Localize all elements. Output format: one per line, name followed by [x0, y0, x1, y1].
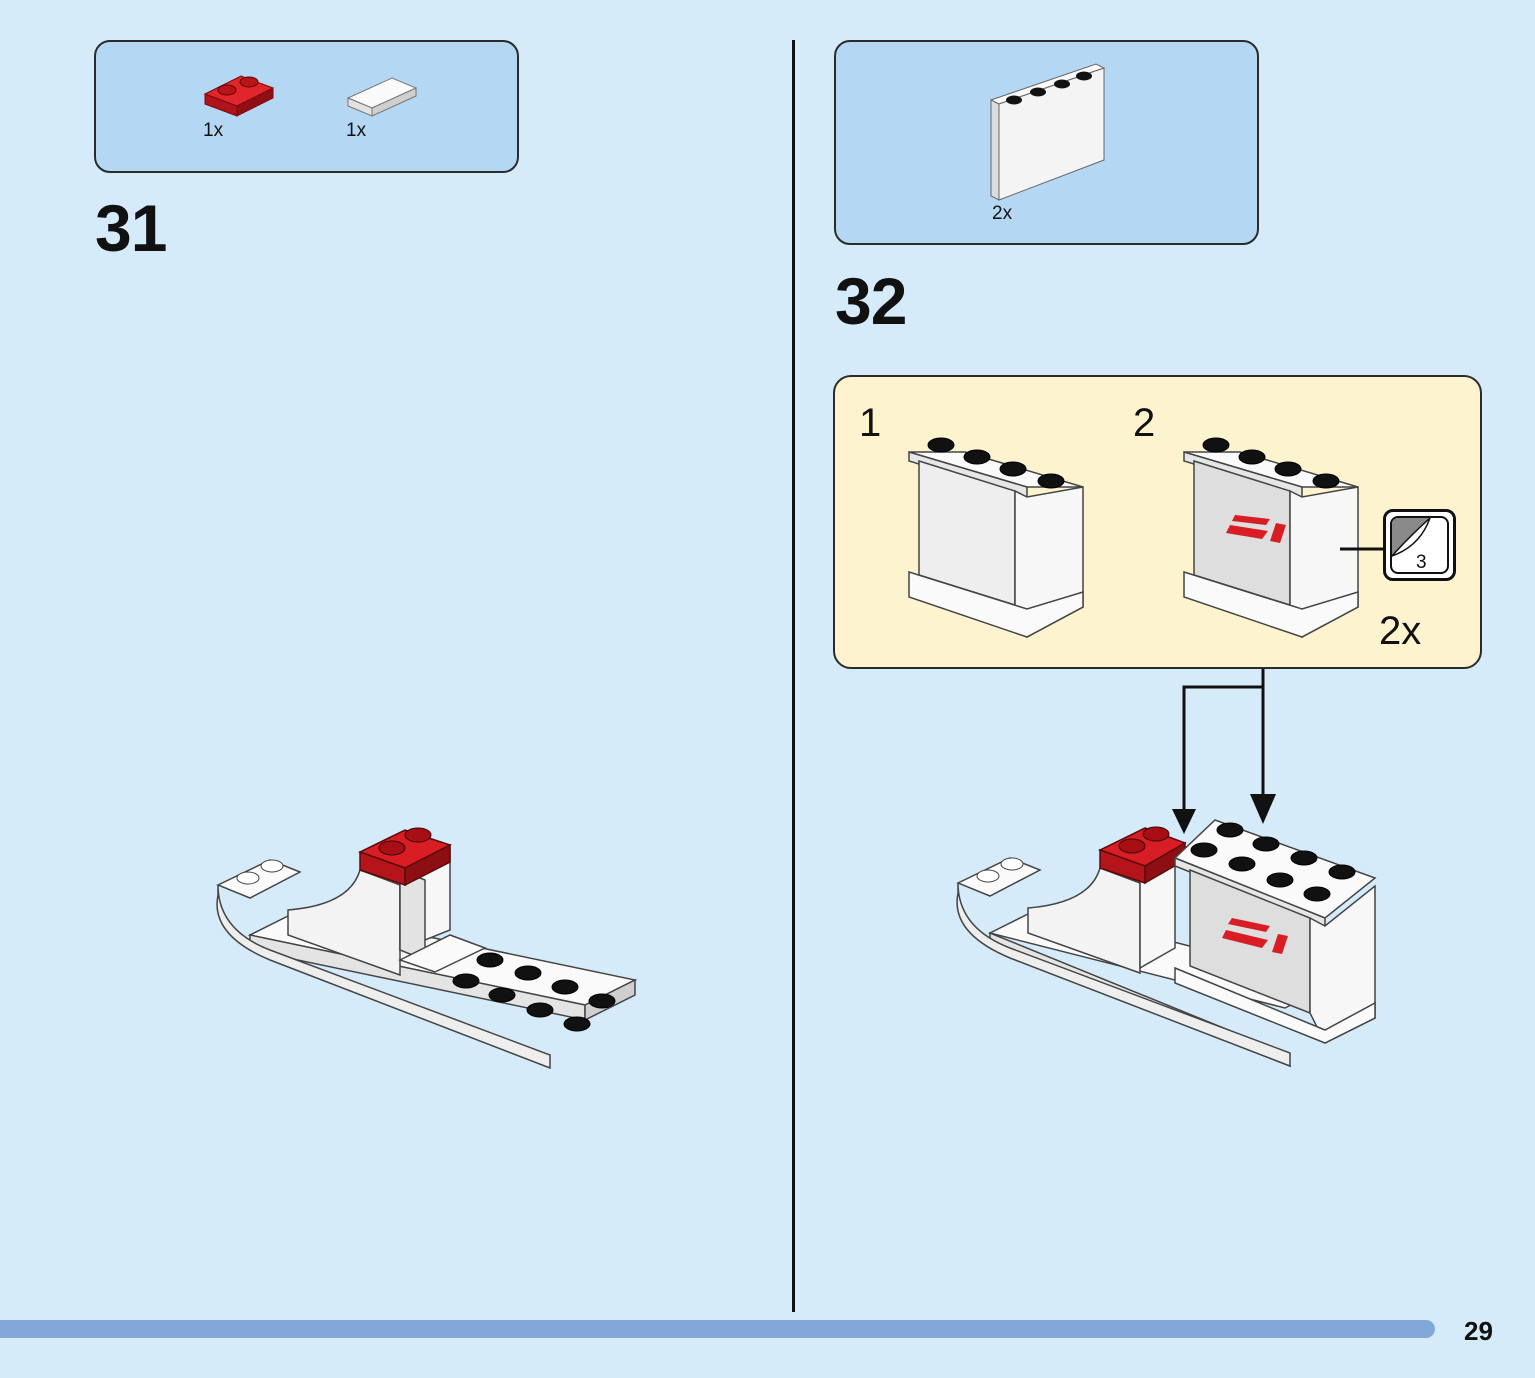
subassembly-callout: 1 2 2x	[833, 375, 1482, 669]
step-31-number: 31	[95, 191, 167, 265]
sticker-callout: 3	[1383, 509, 1456, 581]
substep-1-number: 1	[859, 401, 882, 445]
white-tile-icon	[346, 77, 418, 117]
white-panel-icon	[989, 63, 1106, 201]
placement-arrows	[1172, 669, 1276, 834]
step-32-parts-box: 2x	[834, 40, 1259, 245]
sticker-icon: 3	[1390, 516, 1449, 574]
substep-2-number: 2	[1133, 401, 1156, 445]
sticker-number: 3	[1416, 552, 1427, 573]
progress-bar	[0, 1320, 1435, 1338]
red-plate-icon	[203, 75, 275, 117]
white-tile-qty: 1x	[346, 120, 367, 141]
substep-2-panel-with-sticker	[1183, 437, 1388, 639]
substep-1-panel	[908, 437, 1084, 639]
subassembly-quantity: 2x	[1379, 609, 1422, 653]
step-31-model-illustration	[216, 827, 638, 1070]
step-32-number: 32	[835, 264, 907, 338]
red-plate-qty: 1x	[203, 120, 224, 141]
step-32-model-illustration	[956, 819, 1377, 1068]
step-31-parts-box: 1x 1x	[94, 40, 519, 173]
page-number: 29	[1464, 1316, 1493, 1346]
step-divider	[792, 40, 795, 1312]
white-panel-qty: 2x	[992, 203, 1013, 224]
